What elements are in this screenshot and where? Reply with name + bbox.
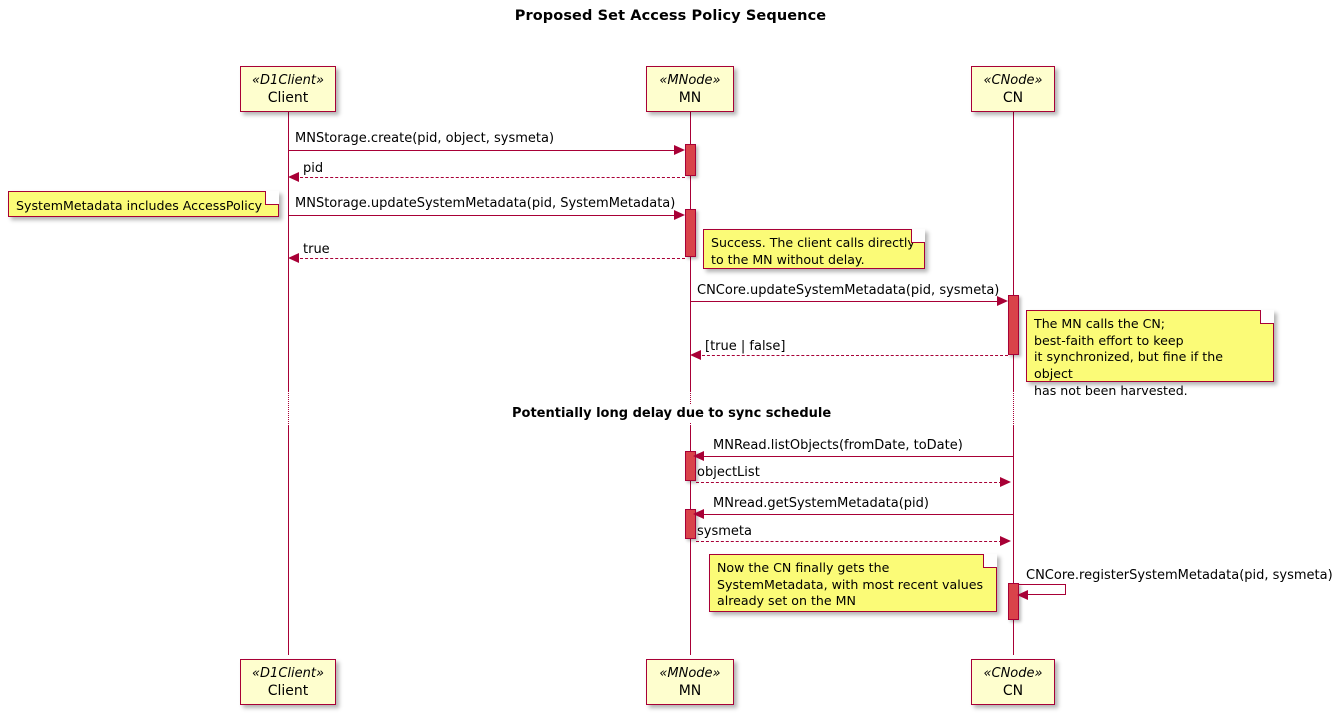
note-fold-corner-icon <box>265 191 279 205</box>
activation-cn-update-sysmeta <box>1008 295 1019 355</box>
note-cn-gets-sysmeta: Now the CN finally gets the SystemMetada… <box>709 554 997 612</box>
message-label-cncore-updatesysmeta: CNCore.updateSystemMetadata(pid, sysmeta… <box>697 283 1000 298</box>
message-line-true-false <box>697 355 1008 356</box>
message-label-cncore-registersysmeta: CNCore.registerSystemMetadata(pid, sysme… <box>1026 568 1333 583</box>
participant-stereotype: «CNode» <box>983 666 1043 681</box>
participant-mn-bottom[interactable]: «MNode» MN <box>646 659 734 705</box>
self-message-loop-cncore-registersysmeta <box>1019 584 1066 595</box>
message-label-pid: pid <box>303 161 324 176</box>
note-fold-corner-icon <box>983 554 997 568</box>
participant-cn-bottom[interactable]: «CNode» CN <box>971 659 1055 705</box>
arrow-head-mnstorage-updatesysmeta <box>674 210 685 220</box>
activation-mn-getsysmeta <box>685 509 696 539</box>
participant-name: Client <box>267 682 309 699</box>
activation-mn-create <box>685 144 696 176</box>
arrow-head-mnstorage-create <box>674 145 685 155</box>
participant-stereotype: «D1Client» <box>252 73 324 88</box>
lifeline-cn-delay <box>1013 390 1014 426</box>
participant-cn-top[interactable]: «CNode» CN <box>971 66 1055 112</box>
arrow-head-sysmeta <box>1000 536 1011 546</box>
lifeline-mn-lower <box>690 426 691 655</box>
activation-mn-update-sysmeta <box>685 209 696 257</box>
participant-name: CN <box>1002 682 1024 699</box>
lifeline-client-delay <box>288 390 289 426</box>
arrow-head-cncore-updatesysmeta <box>997 296 1008 306</box>
message-label-true: true <box>303 242 330 257</box>
activation-cn-register-sysmeta <box>1008 583 1019 620</box>
message-label-objectlist: objectList <box>697 465 760 480</box>
message-label-sysmeta: sysmeta <box>697 524 752 539</box>
page-title: Proposed Set Access Policy Sequence <box>514 8 827 24</box>
participant-name: MN <box>678 682 702 699</box>
participant-client-top[interactable]: «D1Client» Client <box>240 66 336 112</box>
participant-name: CN <box>1002 89 1024 106</box>
message-label-mnread-listobjects: MNRead.listObjects(fromDate, toDate) <box>713 438 963 453</box>
participant-client-bottom[interactable]: «D1Client» Client <box>240 659 336 705</box>
participant-stereotype: «MNode» <box>659 73 721 88</box>
participant-name: Client <box>267 89 309 106</box>
arrow-head-true <box>288 253 299 263</box>
message-line-objectlist <box>696 482 1002 483</box>
arrow-head-objectlist <box>1000 477 1011 487</box>
arrow-head-mnread-listobjects <box>693 451 704 461</box>
arrow-head-mnread-getsysmeta <box>693 509 704 519</box>
note-access-policy: SystemMetadata includes AccessPolicy <box>8 191 279 217</box>
lifeline-cn-lower <box>1013 426 1014 655</box>
participant-name: MN <box>678 89 702 106</box>
arrow-head-cncore-registersysmeta <box>1017 590 1028 600</box>
arrow-head-true-false <box>690 350 701 360</box>
participant-stereotype: «CNode» <box>983 73 1043 88</box>
note-mn-calls-cn: The MN calls the CN; best-faith effort t… <box>1026 310 1274 398</box>
note-success: Success. The client calls directly to th… <box>703 229 925 269</box>
message-line-true <box>295 258 685 259</box>
lifeline-client-lower <box>288 426 289 655</box>
lifeline-client-upper <box>288 112 289 390</box>
message-label-mnread-getsysmeta: MNread.getSystemMetadata(pid) <box>713 496 929 511</box>
activation-mn-listobjects <box>685 451 696 481</box>
message-line-sysmeta <box>696 541 1002 542</box>
message-line-mnread-listobjects <box>701 456 1013 457</box>
lifeline-cn-upper <box>1013 112 1014 390</box>
message-label-mnstorage-create: MNStorage.create(pid, object, sysmeta) <box>295 131 555 146</box>
message-line-mnread-getsysmeta <box>701 514 1013 515</box>
message-label-true-false: [true | false] <box>705 339 786 354</box>
message-line-cncore-updatesysmeta <box>690 301 1003 302</box>
message-line-mnstorage-updatesysmeta <box>288 215 680 216</box>
message-label-mnstorage-updatesysmeta: MNStorage.updateSystemMetadata(pid, Syst… <box>295 196 676 211</box>
arrow-head-pid <box>288 172 299 182</box>
note-fold-corner-icon <box>911 229 925 243</box>
participant-stereotype: «D1Client» <box>252 666 324 681</box>
delay-divider-label: Potentially long delay due to sync sched… <box>506 404 838 423</box>
participant-stereotype: «MNode» <box>659 666 721 681</box>
note-fold-corner-icon <box>1260 310 1274 324</box>
message-line-pid <box>295 177 685 178</box>
participant-mn-top[interactable]: «MNode» MN <box>646 66 734 112</box>
message-line-mnstorage-create <box>288 150 680 151</box>
